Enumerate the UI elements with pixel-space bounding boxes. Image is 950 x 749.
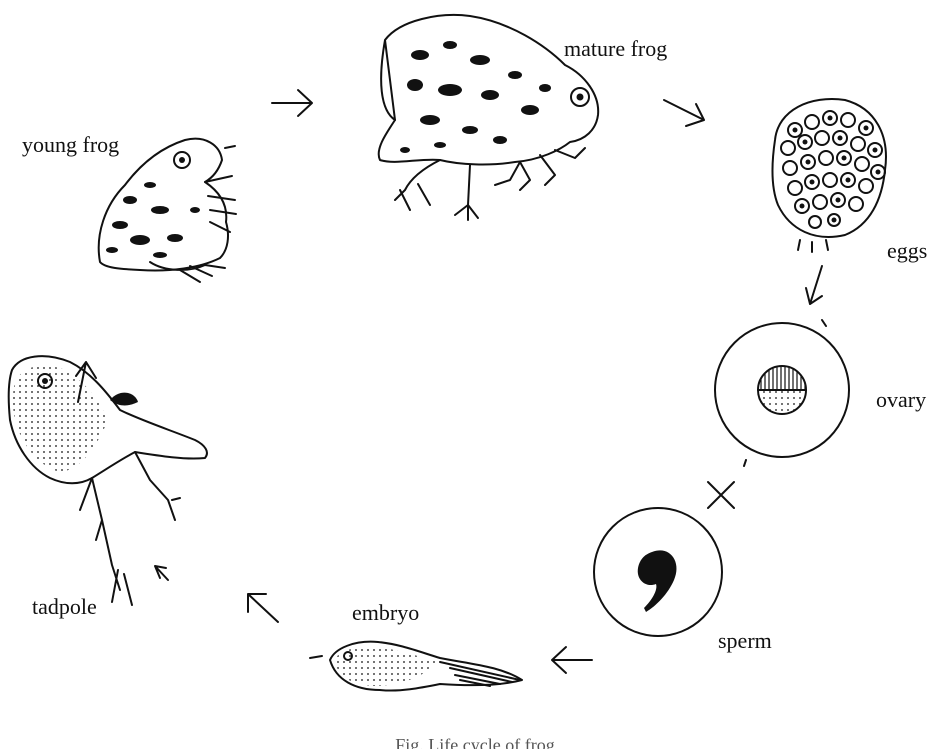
sperm-illustration	[594, 508, 722, 636]
figure-caption: Fig. Life cycle of frog	[350, 732, 600, 749]
fertilization-cross	[708, 482, 734, 508]
arrow-sperm-to-embryo	[552, 647, 592, 673]
mature-frog-label: mature frog	[564, 38, 667, 60]
arrow-embryo-to-tadpole	[248, 594, 278, 622]
embryo-label: embryo	[352, 602, 419, 624]
tadpole-label: tadpole	[32, 596, 97, 618]
tadpole-illustration	[9, 356, 207, 605]
young-frog-illustration	[99, 139, 236, 282]
arrow-mature-to-eggs	[664, 100, 704, 126]
arrow-eggs-to-ovary	[806, 266, 822, 304]
eggs-label: eggs	[887, 240, 927, 262]
embryo-illustration	[310, 642, 522, 691]
ovary-illustration	[715, 320, 849, 466]
sperm-label: sperm	[718, 630, 772, 652]
eggs-illustration	[772, 99, 886, 252]
young-frog-label: young frog	[22, 134, 119, 156]
ovary-label: ovary	[876, 389, 926, 411]
arrow-young-to-mature	[272, 90, 312, 116]
